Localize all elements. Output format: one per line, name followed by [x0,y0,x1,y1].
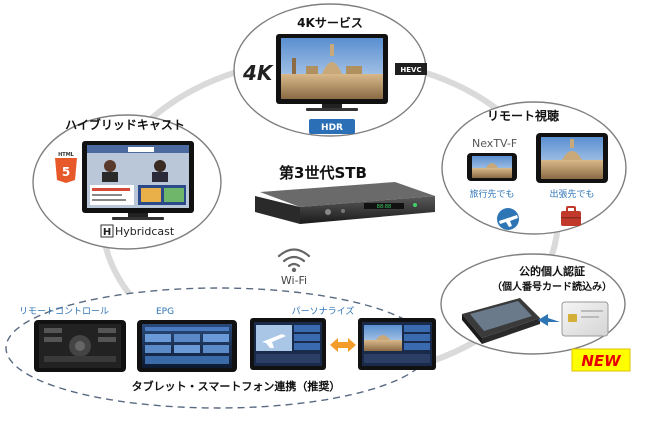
new-badge: NEW [571,348,631,372]
stb-device: 88:88 [255,182,435,224]
feature-public-auth: 公的個人認証 （個人番号カード読込み） [440,253,626,355]
hybridcast-logo: H Hybridcast [100,224,175,238]
label-business: 出張先でも [549,188,594,200]
tablet-epg [137,320,237,372]
briefcase-icon [561,206,581,226]
label-personalize: パーソナライズ [292,305,355,317]
feature-remote-viewing: リモート視聴 NexTV-F 旅行先でも 出張先でも [441,101,627,235]
title-remote-viewing: リモート視聴 [487,108,559,123]
id-card-icon [561,301,609,337]
feature-hybridcast: ハイブリッドキャスト HTML 5 H [32,114,222,250]
tablet-personalize-1 [250,318,326,370]
html5-icon: HTML 5 [55,152,77,183]
tablet [536,133,608,183]
auth-line2: （個人番号カード読込み） [492,280,612,293]
tv-4k [276,34,388,111]
feature-4k-service: 4Kサービス 4K HEVC HDR [233,3,427,137]
tablet-remote-control [34,320,126,372]
wifi-group: Wi-Fi [274,248,316,287]
wifi-icon [277,248,311,268]
label-remote-control: リモートコントロール [19,307,109,317]
svg-text:Hybridcast: Hybridcast [115,225,175,238]
badge-hdr [309,119,355,134]
svg-text:HTML: HTML [58,152,75,158]
arrow-icon [538,314,560,326]
logo-4k: 4K [242,61,274,85]
auth-line1: 公的個人認証 [519,264,585,278]
badge-hdr-label: HDR [321,123,343,133]
swap-arrow-icon [330,338,356,352]
title-stb: 第3世代STB [279,164,367,182]
stb-display: 88:88 [377,204,391,210]
label-travel: 旅行先でも [469,188,514,200]
label-epg: EPG [156,307,174,317]
badge-hevc-label: HEVC [400,66,421,74]
caption-device-linkage: タブレット・スマートフォン連携（推奨） [132,379,341,393]
center-stb: 第3世代STB 88:88 [255,164,435,224]
new-badge-label: NEW [581,352,622,370]
wifi-label: Wi-Fi [281,274,307,287]
badge-hevc [395,63,427,75]
svg-text:H: H [103,227,111,238]
title-4k-service: 4Kサービス [297,15,363,30]
airplane-icon [497,208,519,230]
card-reader-device [462,298,540,344]
title-hybridcast: ハイブリッドキャスト [65,117,185,132]
tablet-personalize-2 [358,318,436,370]
tv-hybridcast [82,141,194,220]
feature-device-linkage: リモートコントロール EPG パーソナライズ [5,287,436,409]
smartphone [467,153,517,181]
svg-text:5: 5 [62,165,70,179]
brand-nextv: NexTV-F [472,137,517,150]
